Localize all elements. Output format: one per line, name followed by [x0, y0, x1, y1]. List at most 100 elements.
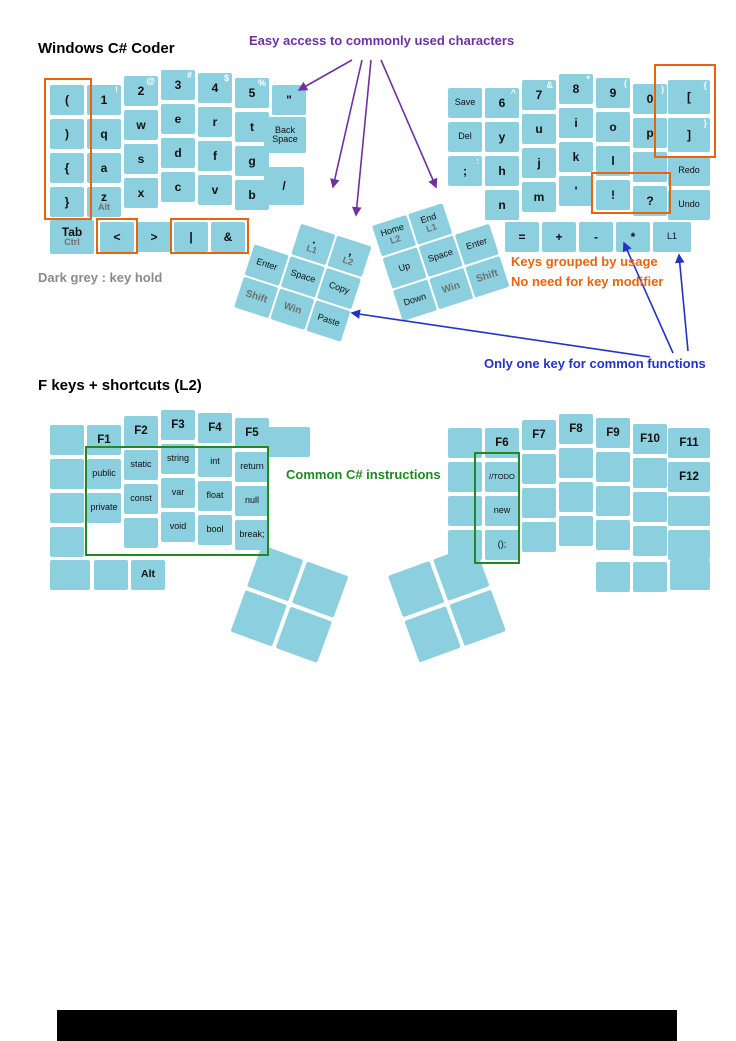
- one-key-note: Only one key for common functions: [484, 356, 706, 371]
- key-label: bool: [206, 524, 224, 535]
- highlight-box: [85, 446, 269, 556]
- key-symbol: ?: [633, 186, 667, 216]
- key-1: !1: [87, 85, 121, 115]
- key-symbol: >: [137, 222, 171, 252]
- key-label: g: [248, 153, 256, 168]
- key-label: F1: [97, 433, 111, 446]
- key-shift-label: ^: [510, 88, 516, 98]
- key-shift-label: &: [546, 80, 554, 90]
- key-f8: F8: [559, 414, 593, 444]
- key-symbol: !: [596, 180, 630, 210]
- key-save: Save: [448, 88, 482, 118]
- key-redo: Redo: [668, 156, 710, 186]
- key-label: null: [244, 495, 259, 506]
- key-blank: [633, 526, 667, 556]
- key-blank: [50, 527, 84, 557]
- key-symbol: }: [50, 187, 84, 217]
- key-todo: //TODO: [485, 462, 519, 492]
- key-blank: [596, 520, 630, 550]
- key-label: k: [572, 149, 580, 164]
- key-shift-label: !: [115, 85, 118, 95]
- key-label: *: [630, 229, 636, 244]
- key-label: string: [166, 453, 189, 464]
- key-label: h: [498, 163, 506, 178]
- key-label: F12: [679, 470, 699, 483]
- key-label: u: [535, 121, 543, 136]
- key-label: _: [646, 159, 654, 174]
- key-label: ;: [463, 163, 467, 178]
- key-label: >: [150, 229, 158, 244]
- key-alt: Alt: [131, 560, 165, 590]
- key-label: ): [65, 126, 69, 141]
- key-blank: [448, 496, 482, 526]
- key-shift-label: $: [223, 73, 229, 83]
- key-symbol: (: [50, 85, 84, 115]
- key-symbol: -: [579, 222, 613, 252]
- key-symbol: {[: [668, 80, 710, 114]
- key-blank: [448, 462, 482, 492]
- key-v: v: [198, 175, 232, 205]
- key-shift-label: ): [661, 84, 664, 94]
- key-label: ?: [646, 193, 654, 208]
- key-j: j: [522, 148, 556, 178]
- key-label: Del: [458, 131, 472, 142]
- key-label: f: [213, 148, 217, 163]
- key-label: b: [248, 187, 256, 202]
- key-label: ();: [497, 539, 507, 550]
- key-i: i: [559, 108, 593, 138]
- key-label: private: [90, 502, 118, 513]
- key-symbol: &: [211, 222, 245, 252]
- key-7: &7: [522, 80, 556, 110]
- key-shift-label: (: [624, 78, 627, 88]
- highlight-box: [591, 172, 671, 214]
- key-label: e: [174, 111, 182, 126]
- key-label: var: [171, 487, 185, 498]
- key-shift-label: #: [186, 70, 192, 80]
- key-label: Alt: [141, 568, 155, 581]
- key-null: null: [235, 486, 269, 516]
- key-label: !: [611, 187, 615, 202]
- key-label: F11: [679, 436, 699, 449]
- key-g: g: [235, 146, 269, 176]
- key-undo: Undo: [668, 190, 710, 220]
- key-blank: [633, 458, 667, 488]
- highlight-box: [170, 218, 249, 254]
- key-label: 0: [646, 91, 654, 106]
- key-t: t: [235, 112, 269, 142]
- key-label: =: [518, 229, 526, 244]
- key-int: int: [198, 447, 232, 477]
- key-label: {: [64, 160, 70, 175]
- key-label: }: [64, 194, 70, 209]
- key-label: 1: [100, 92, 108, 107]
- key-f2: F2: [124, 416, 158, 446]
- footer-bar: [57, 1010, 677, 1041]
- key-s: s: [124, 144, 158, 174]
- key-d: d: [161, 138, 195, 168]
- key-blank: [522, 522, 556, 552]
- key-string: string: [161, 444, 195, 474]
- key-u: u: [522, 114, 556, 144]
- key-label: Undo: [678, 199, 700, 210]
- key-label: L1: [666, 231, 677, 242]
- key-label: &: [223, 229, 233, 244]
- key-blank: [668, 530, 710, 560]
- key-shift-label: *: [586, 74, 590, 84]
- key-label: /: [282, 178, 286, 193]
- key-k: k: [559, 142, 593, 172]
- key-blank: [559, 448, 593, 478]
- key-b: b: [235, 180, 269, 210]
- key-blank: [633, 492, 667, 522]
- page-title: Windows C# Coder: [38, 40, 175, 57]
- key-var: var: [161, 478, 195, 508]
- key-2: @2: [124, 76, 158, 106]
- key-n: n: [485, 190, 519, 220]
- no-modifier-note: No need for key modifier: [511, 274, 664, 289]
- key-label: 4: [211, 80, 219, 95]
- key-label: q: [100, 126, 108, 141]
- key-label: a: [100, 160, 108, 175]
- key-f5: F5: [235, 418, 269, 448]
- key-m: m: [522, 182, 556, 212]
